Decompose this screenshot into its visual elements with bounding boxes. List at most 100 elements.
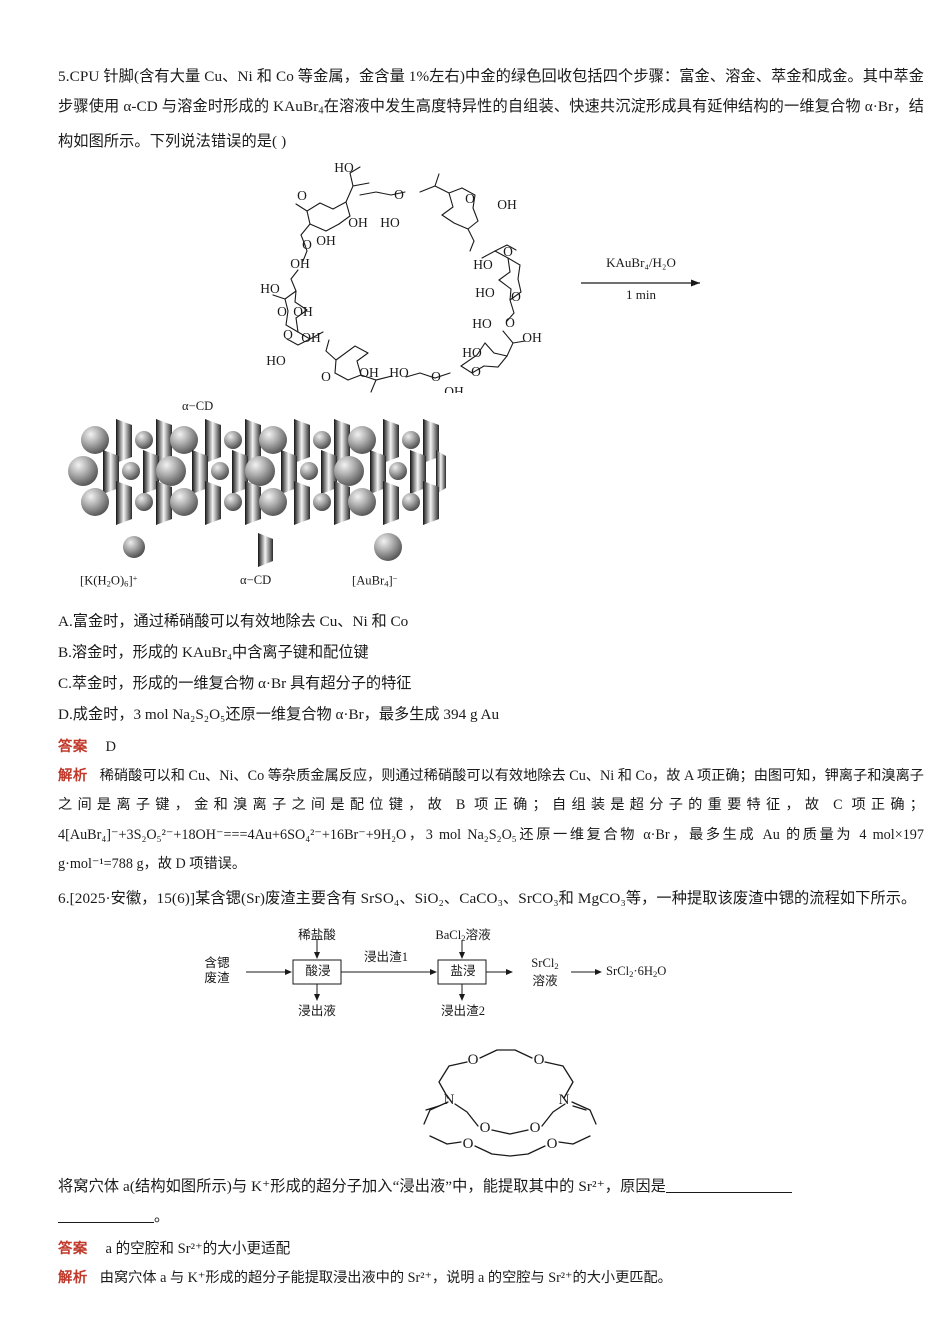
- legend-label-aubr4: [AuBr4]−: [352, 572, 398, 589]
- cd-label-HO-5: HO: [462, 345, 482, 360]
- cd-label-O-topright: O: [465, 191, 475, 206]
- assembly-chain: [68, 418, 446, 525]
- cd-label-O-bot2: O: [431, 369, 441, 384]
- cd-label-HO-7: HO: [475, 285, 495, 300]
- question-6-sub-text: 将窝穴体 a(结构如图所示)与 K⁺形成的超分子加入“浸出液”中，能提取其中的 …: [58, 1177, 666, 1195]
- cd-label-O-right2: O: [511, 289, 521, 304]
- flow-label-waste2: 浸出渣2: [440, 1003, 486, 1018]
- question-5-number: 5.: [58, 68, 70, 85]
- option-a[interactable]: A.富金时，通过稀硝酸可以有效地除去 Cu、Ni 和 Co: [58, 612, 409, 630]
- cd-label-HO-top: HO: [334, 161, 354, 175]
- option-c[interactable]: C.萃金时，形成的一维复合物 α·Br 具有超分子的特征: [58, 674, 412, 692]
- question-6-explanation: 解析由窝穴体 a 与 K⁺形成的超分子能提取浸出液中的 Sr²⁺，说明 a 的空…: [58, 1264, 924, 1294]
- legend-label-potassium: [K(H2O)6]+: [80, 572, 138, 589]
- explain-label-q5: 解析: [58, 767, 88, 784]
- figure-cryptand: O O N N O O O O: [58, 1040, 924, 1158]
- answer-value-q5: D: [105, 738, 116, 755]
- explain-text-q5: 稀硝酸可以和 Cu、Ni、Co 等杂质金属反应，则通过稀硝酸可以有效地除去 Cu…: [58, 767, 924, 873]
- cd-label-O-left2: O: [302, 237, 312, 252]
- legend-trapezoid: [258, 532, 273, 567]
- cd-label-OH-2: OH: [316, 233, 336, 248]
- cd-label-OH-8: OH: [497, 197, 517, 212]
- assembly-top-label: α−CD: [182, 398, 214, 413]
- cryptand-label-O-1: O: [468, 1052, 479, 1068]
- answer-blank-1[interactable]: [665, 1178, 792, 1193]
- flow-label-input: 含锶废渣: [204, 955, 230, 985]
- flow-label-box1: 酸浸: [305, 963, 331, 978]
- question-6-sub-period: 。: [154, 1207, 170, 1225]
- cd-label-O-bot3: O: [471, 364, 481, 379]
- question-5-stem-part1: CPU 针脚(含有大量 Cu、Ni 和 Co 等金属，金含量 1%左右)中金的绿…: [58, 68, 924, 115]
- cd-label-OH-4: OH: [293, 304, 313, 319]
- cd-label-HO-2: HO: [260, 281, 280, 296]
- cd-label-OH-3: OH: [290, 256, 310, 271]
- figure-flowchart: 含锶废渣 稀盐酸 BaCl2溶液 酸浸 盐浸 浸出渣1 浸出液 浸出渣2 SrC…: [58, 922, 924, 1030]
- answer-label-q6: 答案: [58, 1240, 88, 1257]
- cd-label-O-left4: O: [283, 327, 293, 342]
- answer-blank-2[interactable]: [58, 1208, 154, 1223]
- cryptand-label-O-6: O: [547, 1136, 558, 1152]
- question-6-number: 6.: [58, 889, 70, 907]
- page-content: 5.CPU 针脚(含有大量 Cu、Ni 和 Co 等金属，金含量 1%左右)中金…: [58, 62, 924, 1293]
- cd-label-OH-7: OH: [522, 330, 542, 345]
- cryptand-label-O-5: O: [463, 1136, 474, 1152]
- cd-label-OH-bottom: OH: [444, 384, 464, 393]
- explain-label-q6: 解析: [58, 1269, 88, 1286]
- cryptand-label-N-right: N: [559, 1092, 570, 1108]
- cd-label-HO-6: HO: [472, 316, 492, 331]
- cyclodextrin-drawing: HO O OH HO O O OH OH HO O OH O OH HO O O…: [260, 161, 700, 393]
- cd-label-O-right3: O: [503, 244, 513, 259]
- cd-label-O-right1: O: [505, 315, 515, 330]
- figure-cyclodextrin: HO O OH HO O O OH OH HO O OH O OH HO O O…: [58, 161, 924, 393]
- flow-label-box2: 盐浸: [450, 963, 476, 978]
- legend-label-alpha-cd: α−CD: [240, 572, 272, 587]
- flow-label-waste1: 浸出液: [298, 1003, 336, 1018]
- legend-glyphs: [123, 532, 402, 567]
- cryptand-label-O-2: O: [534, 1052, 545, 1068]
- question-5-explanation: 解析稀硝酸可以和 Cu、Ni、Co 等杂质金属反应，则通过稀硝酸可以有效地除去 …: [58, 762, 924, 880]
- answer-value-q6: a 的空腔和 Sr²⁺的大小更适配: [105, 1240, 291, 1257]
- cryptand-label-N-left: N: [444, 1092, 455, 1108]
- legend-small-sphere: [123, 535, 145, 558]
- cd-label-O-left3: O: [277, 304, 287, 319]
- question-5-stem-part2: 在溶液中发生高度特异性的自组装、快速共沉淀形成具有延伸结构的一维复合物 α·Br…: [58, 98, 924, 150]
- question-5-options: A.富金时，通过稀硝酸可以有效地除去 Cu、Ni 和 Co B.溶金时，形成的 …: [58, 606, 924, 730]
- cd-label-O-bot1: O: [321, 369, 331, 384]
- cd-label-HO-3: HO: [266, 353, 286, 368]
- cryptand-label-O-4: O: [530, 1120, 541, 1136]
- question-5-stem: 5.CPU 针脚(含有大量 Cu、Ni 和 Co 等金属，金含量 1%左右)中金…: [58, 62, 924, 157]
- question-6-stem: 6.[2025·安徽，15(6)]某含锶(Sr)废渣主要含有 SrSO₄、SiO…: [58, 884, 924, 914]
- legend-large-sphere: [374, 532, 402, 561]
- cd-label-OH-5: OH: [301, 330, 321, 345]
- option-b[interactable]: B.溶金时，形成的 KAuBr₄中含离子键和配位键: [58, 643, 369, 661]
- cd-label-HO-4: HO: [389, 365, 409, 380]
- question-6-answer-row: 答案 a 的空腔和 Sr²⁺的大小更适配: [58, 1234, 924, 1264]
- cd-label-OH-1: OH: [348, 215, 368, 230]
- flow-label-reagent1: 稀盐酸: [298, 927, 336, 942]
- cryptand-label-O-3: O: [480, 1120, 491, 1136]
- reaction-arrow-bottom-label: 1 min: [626, 286, 656, 302]
- option-d[interactable]: D.成金时，3 mol Na₂S₂O₅还原一维复合物 α·Br，最多生成 394…: [58, 705, 500, 723]
- question-6-subquestion: 将窝穴体 a(结构如图所示)与 K⁺形成的超分子加入“浸出液”中，能提取其中的 …: [58, 1172, 924, 1202]
- cd-label-HO-8: HO: [473, 257, 493, 272]
- cd-label-OH-6: OH: [359, 365, 379, 380]
- reaction-arrow: [581, 279, 700, 287]
- question-6-stem-text: [2025·安徽，15(6)]某含锶(Sr)废渣主要含有 SrSO₄、SiO₂、…: [69, 889, 917, 907]
- figure-assembly: α−CD [K(H2O)6]+ α−CD [AuBr4]−: [58, 395, 924, 590]
- question-6-subquestion-cont: 。: [58, 1202, 924, 1232]
- explain-text-q6: 由窝穴体 a 与 K⁺形成的超分子能提取浸出液中的 Sr²⁺，说明 a 的空腔与…: [99, 1269, 672, 1286]
- cd-label-HO-1: HO: [380, 215, 400, 230]
- flowchart-drawing: [246, 939, 602, 1001]
- cd-label-O-topbridge: O: [394, 187, 404, 202]
- flow-label-intermediate: 浸出渣1: [363, 949, 409, 964]
- flow-label-reagent2: BaCl2溶液: [435, 927, 491, 943]
- cryptand-drawing: O O N N O O O O: [423, 1048, 597, 1157]
- reaction-arrow-top-label: KAuBr₄/H₂O: [606, 254, 676, 270]
- assembly-drawing: [68, 418, 446, 567]
- cd-label-O-left1: O: [297, 188, 307, 203]
- flow-label-output2: SrCl2·6H2O: [606, 963, 667, 979]
- answer-label-q5: 答案: [58, 738, 88, 755]
- question-5-answer-row: 答案 D: [58, 732, 924, 762]
